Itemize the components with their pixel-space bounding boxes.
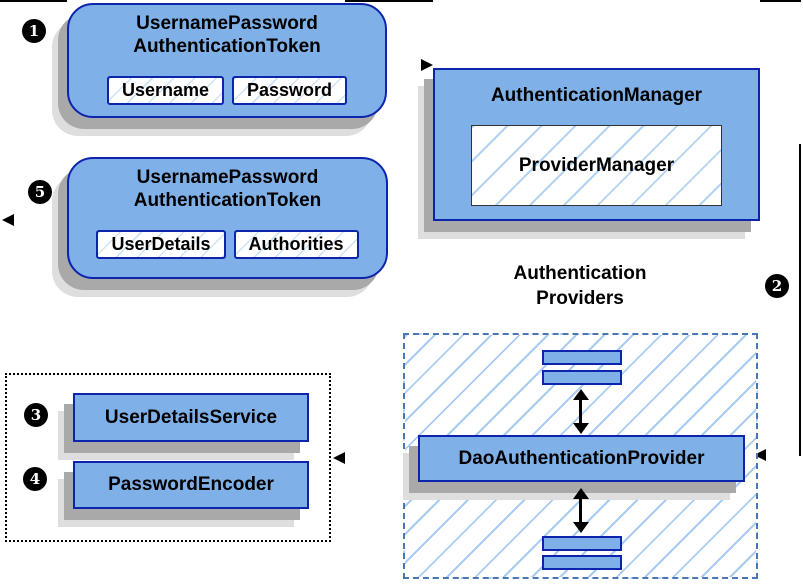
double-arrow-bottom-shaft	[579, 497, 582, 524]
request-token-box: UsernamePassword AuthenticationToken Use…	[67, 3, 387, 118]
double-arrow-top	[573, 389, 589, 434]
response-token-box: UsernamePassword AuthenticationToken Use…	[67, 157, 388, 279]
arrow-manager-to-provider-seg2	[799, 144, 801, 456]
response-token-title-line2: AuthenticationToken	[133, 190, 322, 211]
step-2-label: 2	[771, 277, 783, 295]
step-1-label: 1	[28, 22, 40, 40]
authentication-providers-label-line2: Providers	[536, 288, 624, 309]
beans-container-box	[5, 373, 331, 542]
provider-stack-top-bar-2	[542, 370, 622, 385]
arrow-token-to-manager-head	[421, 59, 433, 71]
step-2-marker: 2	[765, 274, 789, 298]
arrow-manager-to-provider-seg3	[766, 0, 801, 2]
double-arrow-top-head-down	[573, 423, 589, 434]
username-field-chip: Username	[106, 76, 224, 105]
provider-stack-bottom-bar-2	[542, 555, 622, 570]
step-4-marker: 4	[23, 467, 47, 491]
double-arrow-top-shaft	[579, 398, 582, 425]
response-token-fields: UserDetails Authorities	[96, 230, 359, 259]
provider-manager-box: ProviderManager	[471, 125, 722, 206]
step-3-label: 3	[30, 406, 42, 424]
request-token-title: UsernamePassword AuthenticationToken	[133, 12, 321, 58]
double-arrow-bottom-head-up	[573, 488, 589, 499]
step-5-marker: 5	[28, 180, 52, 204]
double-arrow-bottom-head-down	[573, 522, 589, 533]
request-token-title-line1: UsernamePassword	[136, 13, 318, 34]
authentication-providers-label-line1: Authentication	[513, 263, 647, 284]
double-arrow-bottom	[573, 488, 589, 533]
arrow-provider-to-beans	[345, 0, 418, 2]
userdetails-field-chip: UserDetails	[96, 230, 226, 259]
authentication-manager-box: AuthenticationManager ProviderManager	[433, 68, 760, 221]
step-3-marker: 3	[24, 403, 48, 427]
step-1-marker: 1	[22, 19, 46, 43]
step-5-label: 5	[34, 183, 46, 201]
password-encoder-box: PasswordEncoder	[73, 461, 309, 509]
authorities-field-chip: Authorities	[233, 230, 359, 259]
authentication-manager-title: AuthenticationManager	[490, 85, 703, 106]
double-arrow-top-head-up	[573, 389, 589, 400]
arrow-provider-to-beans-head	[333, 452, 345, 464]
arrow-response-out-head	[2, 214, 14, 226]
request-token-title-line2: AuthenticationToken	[133, 36, 321, 57]
response-token-title: UsernamePassword AuthenticationToken	[134, 166, 322, 212]
step-4-label: 4	[29, 470, 41, 488]
request-token-fields: Username Password	[106, 76, 348, 105]
provider-stack-bottom-bar-1	[542, 536, 622, 551]
response-token-title-line1: UsernamePassword	[136, 167, 319, 188]
user-details-service-box: UserDetailsService	[73, 393, 309, 442]
authentication-providers-label: Authentication Providers	[470, 261, 690, 311]
provider-stack-top-bar-1	[542, 350, 622, 365]
dao-authentication-provider-box: DaoAuthenticationProvider	[418, 435, 745, 482]
arrow-response-out	[13, 0, 67, 2]
password-field-chip: Password	[232, 76, 348, 105]
